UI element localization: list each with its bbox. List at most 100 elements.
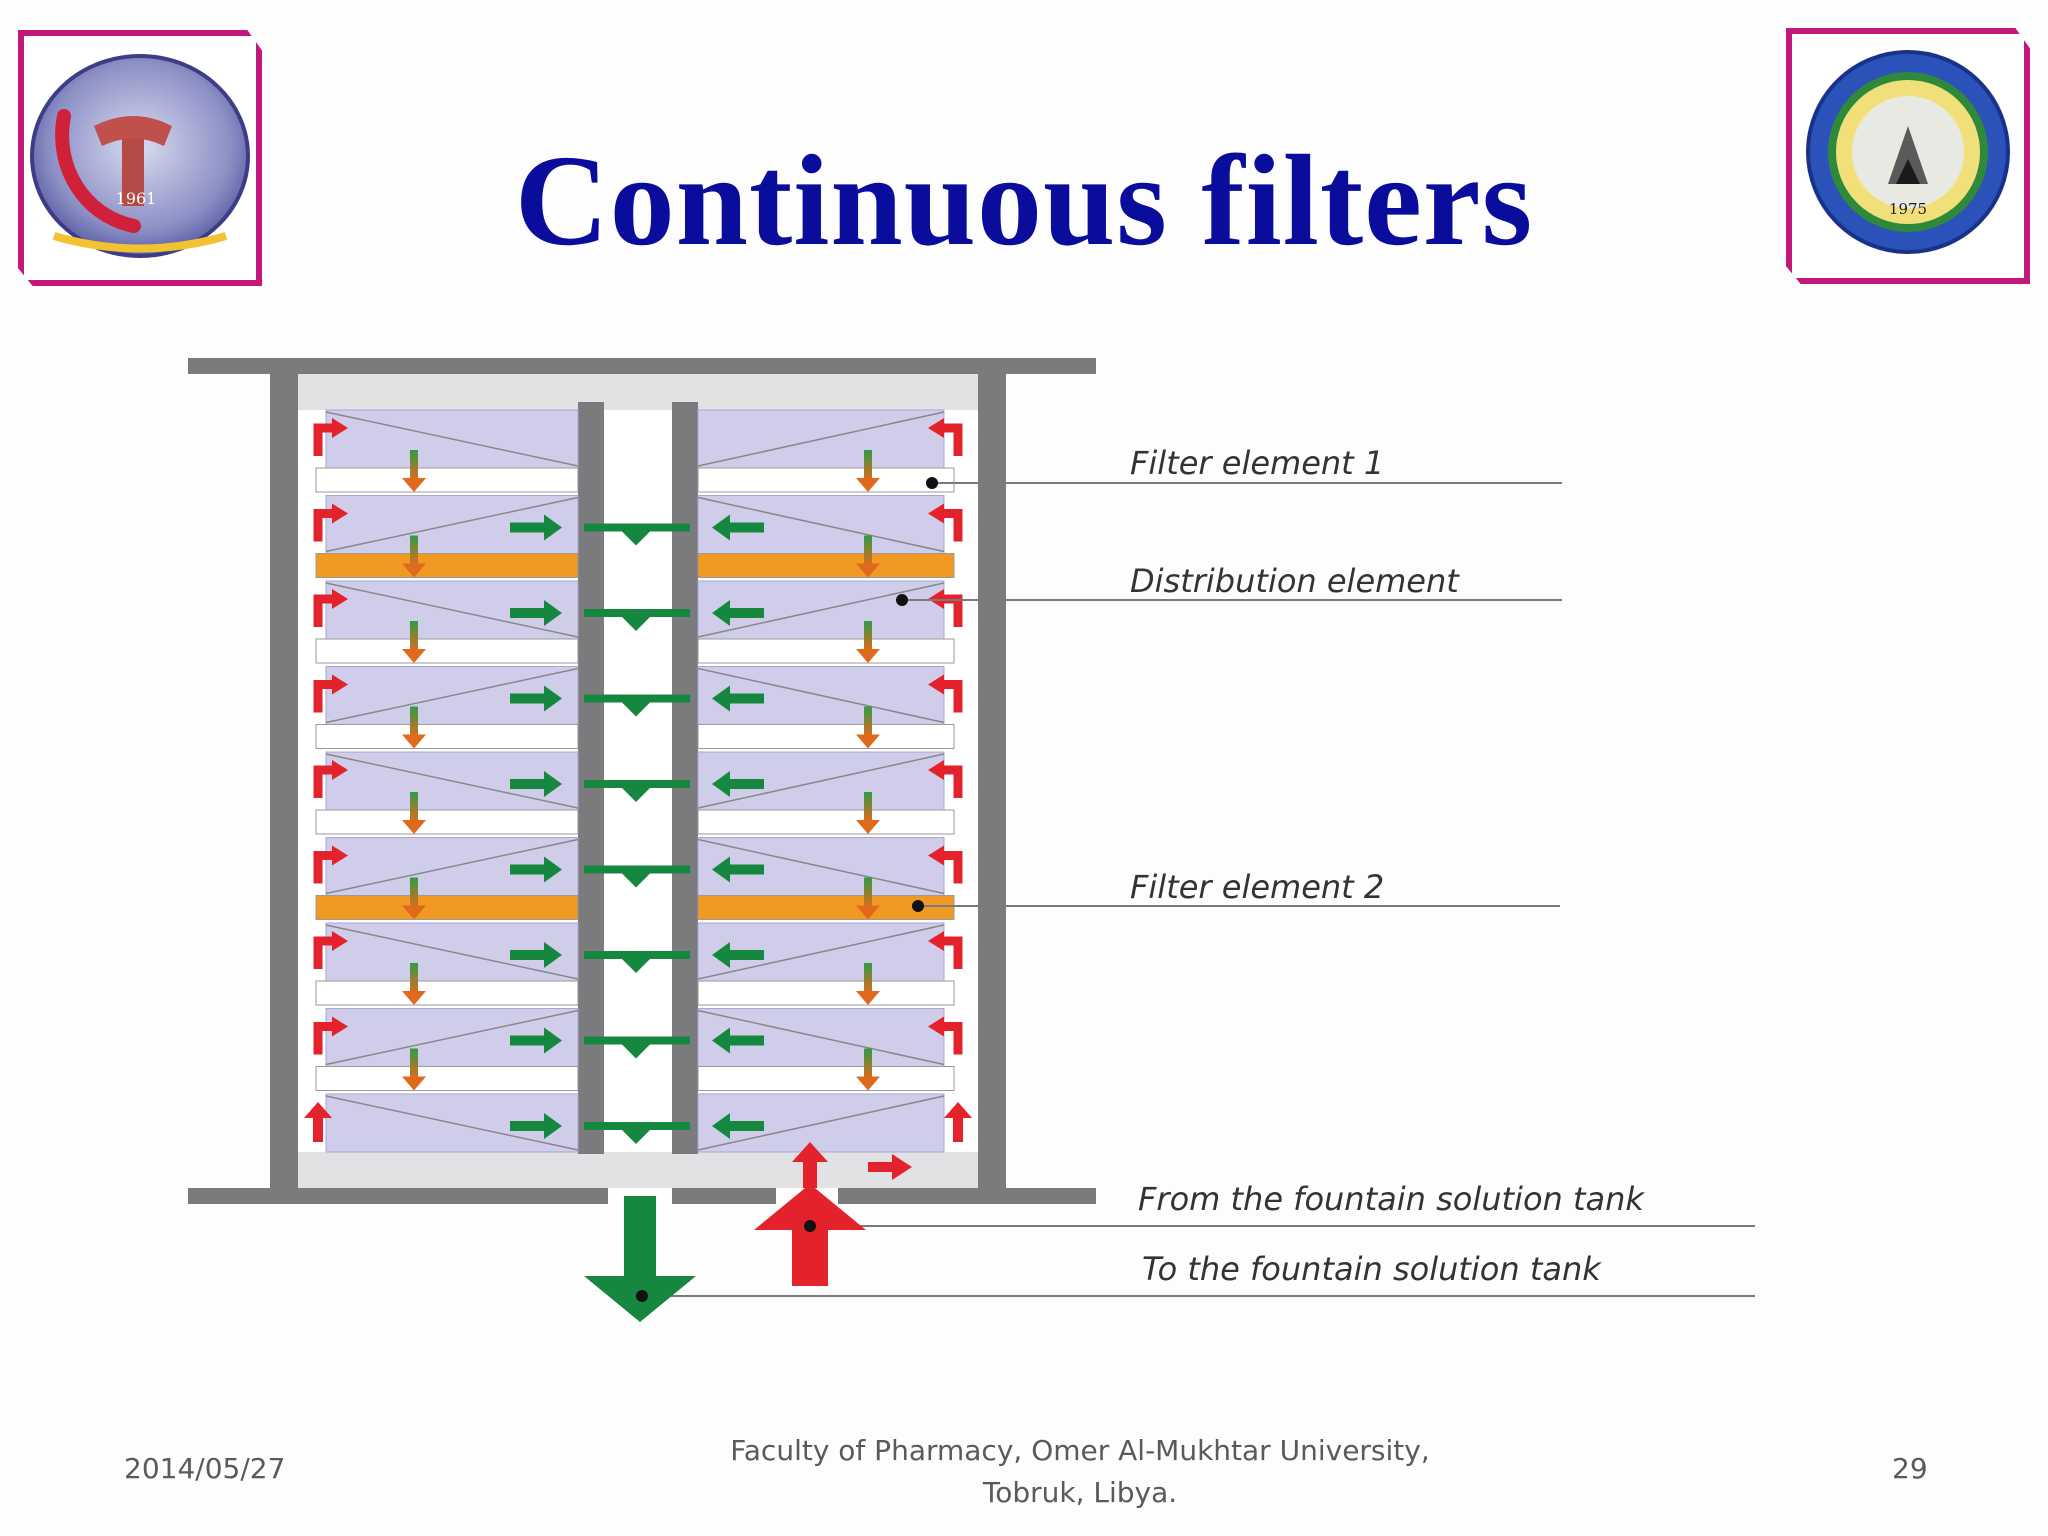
center-collector-arrow: [620, 871, 652, 888]
flow-arrow-down: [864, 706, 872, 737]
center-collector-arrow: [620, 1128, 652, 1144]
green-arrow-left: [728, 950, 764, 960]
separator-plate-right: [697, 467, 955, 493]
center-collector: [584, 694, 690, 703]
filter-diagonal: [325, 924, 579, 980]
distribution-plate-right: [697, 553, 955, 578]
flow-arrow-down-head: [856, 1076, 880, 1091]
filter-diagonal: [697, 753, 945, 809]
flow-arrow-down-head: [856, 905, 880, 920]
inlet-flow-arrow-right: [868, 1154, 912, 1180]
filter-diagonal: [325, 1009, 579, 1066]
flow-arrow-down: [410, 877, 418, 908]
outlet-arrow-to-tank: [584, 1196, 696, 1322]
side-arrow-right-head: [928, 845, 944, 866]
green-arrow-right: [510, 608, 546, 618]
center-collector-arrow: [620, 700, 652, 717]
left-logo-year: 1961: [116, 189, 157, 208]
green-arrow-left: [728, 522, 764, 533]
green-arrow-right-head: [544, 600, 562, 626]
footer-institution: Faculty of Pharmacy, Omer Al-Mukhtar Uni…: [640, 1430, 1520, 1514]
center-collector: [584, 609, 690, 617]
flow-arrow-down: [864, 535, 872, 566]
side-arrow-right: [942, 423, 963, 456]
separator-plate-right: [697, 724, 955, 749]
side-arrow-right: [942, 936, 963, 969]
separator-plate-left: [315, 809, 579, 835]
green-arrow-left-head: [712, 685, 730, 712]
green-arrow-left: [728, 608, 764, 618]
marker-distribution-element: [896, 594, 908, 606]
green-arrow-right-head: [544, 1113, 562, 1139]
slide-title: Continuous filters: [514, 129, 1534, 273]
green-arrow-left-head: [712, 514, 730, 541]
inlet-arrow-from-tank: [754, 1142, 866, 1286]
bottom-plate-right: [838, 1188, 1096, 1204]
green-arrow-right-head: [544, 771, 562, 797]
filter-diagonal: [697, 1095, 945, 1151]
filter-diagonal: [325, 411, 579, 467]
green-arrow-left-head: [712, 942, 730, 968]
side-arrow-up-head: [304, 1102, 332, 1118]
center-collector-arrow: [620, 529, 652, 546]
filter-diagonal: [697, 496, 945, 553]
flow-arrow-down: [410, 450, 418, 480]
side-arrow-right-head: [928, 1016, 944, 1037]
flow-arrow-down: [864, 450, 872, 480]
faculty-logo: 1961: [30, 54, 250, 258]
green-arrow-right-head: [544, 942, 562, 968]
footer-date: 2014/05/27: [124, 1452, 286, 1485]
side-arrow-right-head: [928, 760, 944, 780]
flow-arrow-down: [410, 535, 418, 566]
side-arrow-up-head: [944, 1102, 972, 1118]
filter-diagonal: [325, 753, 579, 809]
separator-plate-left: [315, 724, 579, 749]
side-arrow-left-head: [332, 674, 348, 695]
center-collector-arrow: [620, 786, 652, 802]
green-arrow-left: [728, 779, 764, 789]
side-arrow-up: [313, 1116, 323, 1142]
flow-arrow-down: [864, 621, 872, 651]
flow-arrow-down: [864, 1048, 872, 1079]
separator-plate-right: [697, 1066, 955, 1091]
flow-arrow-down-head: [856, 991, 880, 1005]
separator-plate-left: [315, 638, 579, 664]
green-arrow-right: [510, 1035, 546, 1046]
side-arrow-left: [313, 1022, 334, 1055]
flow-arrow-down-head: [402, 563, 426, 578]
filter-diagonal: [697, 667, 945, 724]
footer-page-number: 29: [1892, 1452, 1928, 1485]
marker-filter-element-1: [926, 477, 938, 489]
center-collector-arrow: [620, 957, 652, 973]
flow-arrow-down-head: [402, 991, 426, 1005]
distribution-plate-right: [697, 895, 955, 920]
side-arrow-right: [942, 765, 963, 798]
flow-arrow-down-head: [856, 649, 880, 663]
center-collector: [584, 1036, 690, 1045]
filter-diagonal: [325, 838, 579, 895]
separator-plate-left: [315, 1066, 579, 1091]
filter-diagonal: [325, 1095, 579, 1151]
side-arrow-left: [313, 765, 334, 798]
flow-arrow-down: [410, 621, 418, 651]
label-to-tank: To the fountain solution tank: [1142, 1250, 1602, 1288]
side-arrow-left-head: [332, 503, 348, 524]
continuous-filter-diagram: Filter element 1 Distribution element Fi…: [188, 358, 1755, 1322]
flow-arrow-down: [410, 792, 418, 822]
center-collector-arrow: [620, 615, 652, 631]
flow-arrow-down-head: [402, 734, 426, 749]
side-arrow-left-head: [332, 589, 348, 609]
filter-stack: [304, 409, 972, 1153]
side-arrow-right-head: [928, 674, 944, 695]
center-collector: [584, 865, 690, 874]
footer-institution-line1: Faculty of Pharmacy, Omer Al-Mukhtar Uni…: [730, 1434, 1430, 1467]
bottom-plate-left: [188, 1188, 608, 1204]
filter-diagonal: [697, 838, 945, 895]
flow-arrow-down: [864, 963, 872, 993]
green-arrow-right-head: [544, 856, 562, 883]
center-collector: [584, 951, 690, 959]
side-arrow-left: [313, 423, 334, 456]
side-arrow-left: [313, 509, 334, 542]
filter-diagonal: [697, 411, 945, 467]
green-arrow-right: [510, 1121, 546, 1131]
